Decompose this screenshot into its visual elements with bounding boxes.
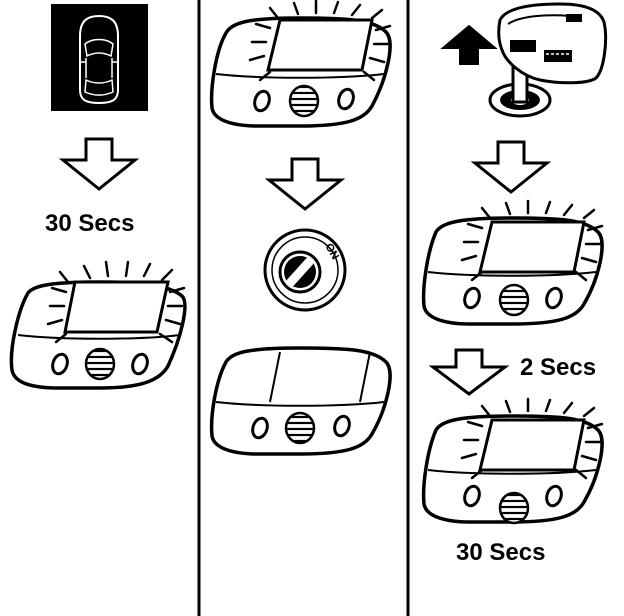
arrow-down-icon xyxy=(428,348,510,396)
dome-lamp-icon xyxy=(209,346,392,456)
arrow-up-icon xyxy=(440,24,498,65)
dome-lamp-icon xyxy=(9,280,187,390)
light-rays xyxy=(248,0,392,82)
arrow-down-icon xyxy=(58,137,140,191)
car-top-view-icon xyxy=(51,4,148,111)
key-in-ignition-icon xyxy=(488,2,608,118)
dome-lamp-icon xyxy=(421,216,604,326)
delay-label-30-secs-left: 30 Secs xyxy=(45,210,135,237)
light-rays xyxy=(46,260,186,344)
light-rays xyxy=(460,199,604,282)
delay-label-30-secs-right: 30 Secs xyxy=(456,539,546,566)
ignition-switch-icon: ON xyxy=(263,228,347,312)
arrow-down-icon xyxy=(264,157,346,211)
arrow-down-icon xyxy=(470,140,552,194)
dome-lamp-icon xyxy=(209,16,392,128)
delay-label-2-secs: 2 Secs xyxy=(520,354,597,381)
light-rays xyxy=(460,397,604,480)
